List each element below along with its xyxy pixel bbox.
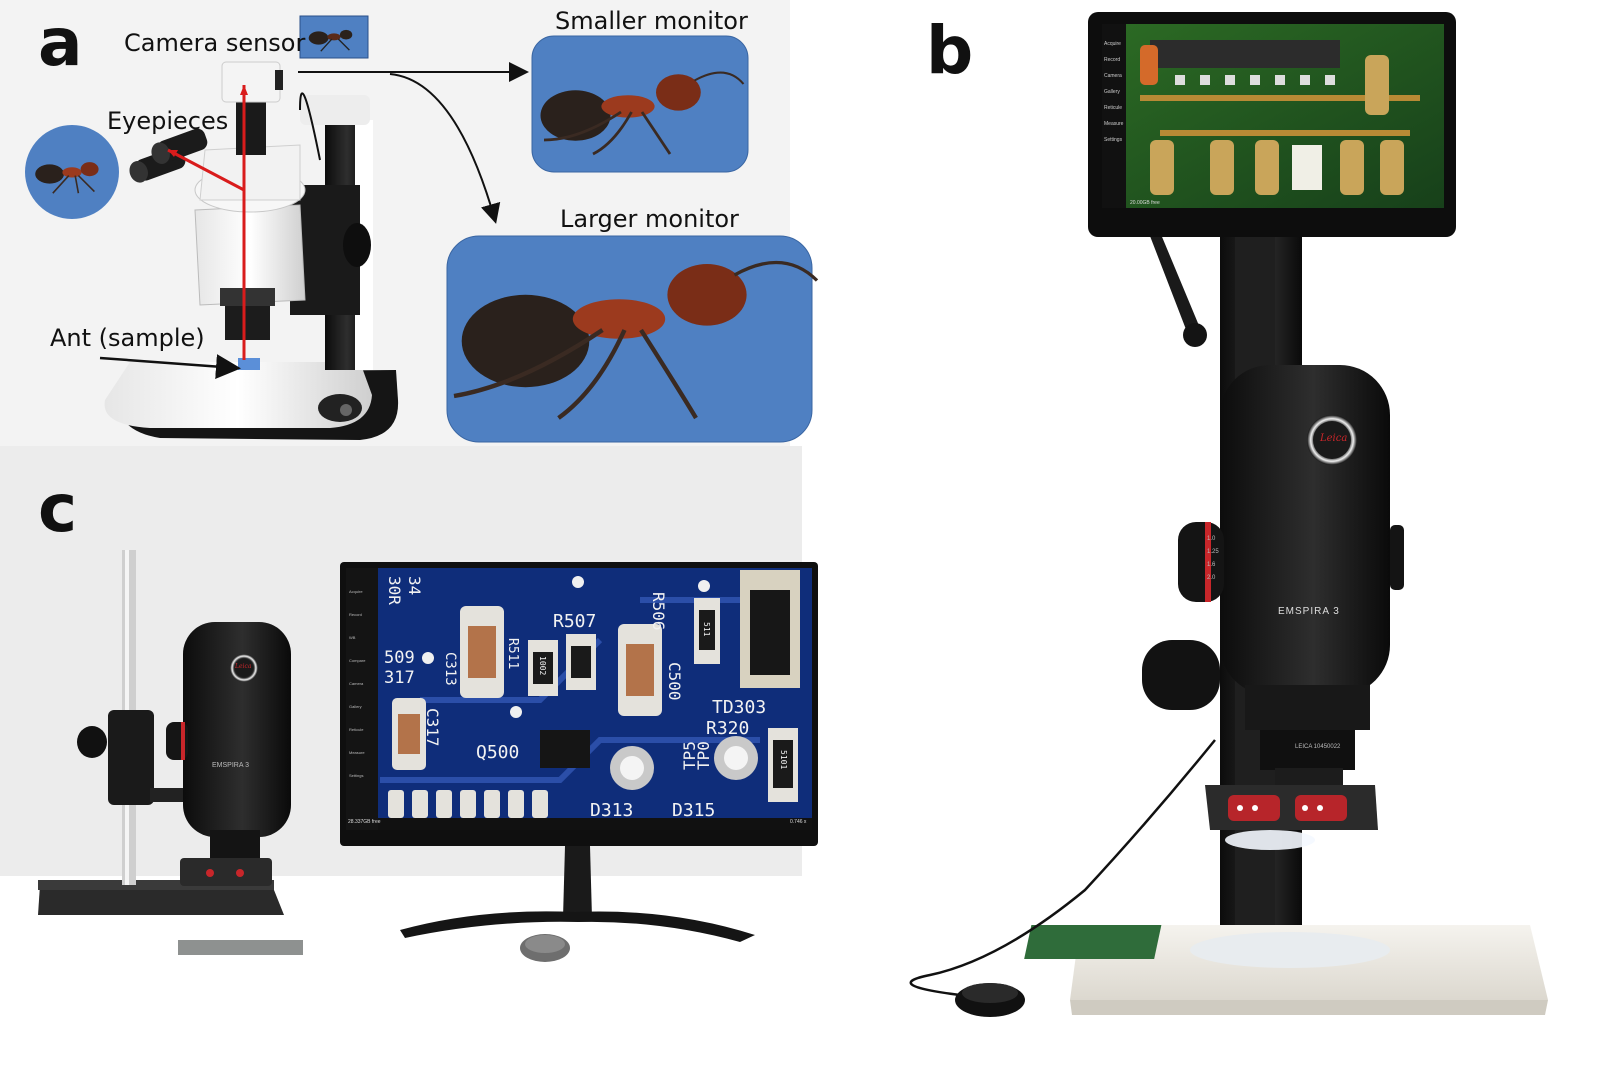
- label-larger-monitor: Larger monitor: [560, 205, 739, 233]
- digital-microscope-b: [909, 12, 1548, 1017]
- pcb-label: TD303: [712, 697, 767, 718]
- screen-status-b: 20.00GB free: [1130, 200, 1160, 206]
- stereo-microscope: [104, 61, 399, 440]
- pcb-label: 1002: [538, 656, 547, 676]
- pcb-label: 5101: [779, 750, 788, 770]
- pcb-label: 317: [384, 668, 415, 688]
- larger-monitor-view: [446, 235, 819, 443]
- pcb-label: C317: [423, 708, 442, 747]
- brand-logo-c: Leica: [235, 663, 252, 670]
- panel-letter-c: c: [38, 470, 78, 547]
- pcb-label: R320: [706, 718, 750, 739]
- screen-status-left-c: 28.337GB free: [348, 819, 381, 825]
- connection-arrows: [99, 62, 529, 379]
- camera-sensor-thumbnail: [299, 15, 369, 59]
- lens-label-b: LEICA 10450022: [1295, 744, 1341, 750]
- model-label-c: EMSPIRA 3: [212, 762, 249, 769]
- screen-sidebar-b: Acquire Record Camera Gallery Reticule M…: [1104, 41, 1124, 143]
- screen-status-right-c: 0.746 x: [790, 819, 807, 825]
- digital-microscope-c: [38, 550, 818, 962]
- smaller-monitor-view: [531, 35, 749, 173]
- pcb-label: R511: [505, 638, 520, 670]
- pcb-label: R507: [553, 611, 597, 632]
- model-label-b: EMSPIRA 3: [1278, 606, 1340, 617]
- pcb-label: 509: [384, 648, 415, 668]
- panel-letter-b: b: [926, 12, 974, 89]
- pcb-label: C500: [665, 662, 684, 701]
- pcb-label: 30R: [385, 576, 404, 605]
- label-eyepieces: Eyepieces: [107, 107, 229, 135]
- pcb-label: R506: [649, 592, 668, 631]
- pcb-label: C313: [442, 652, 458, 686]
- pcb-label: 34: [405, 576, 424, 596]
- pcb-label: 511: [702, 622, 711, 637]
- screen-sidebar-c: Acquire Record WB Compare Camera Gallery…: [349, 589, 366, 778]
- label-camera-sensor: Camera sensor: [124, 29, 306, 57]
- pcb-label: TP5: [680, 741, 699, 770]
- label-sample: Ant (sample): [50, 324, 205, 352]
- label-smaller-monitor: Smaller monitor: [555, 7, 748, 35]
- panel-letter-a: a: [38, 4, 83, 81]
- light-path: [167, 85, 248, 360]
- pcb-label: Q500: [476, 742, 520, 763]
- pcb-label: D315: [672, 800, 716, 821]
- pcb-label: D313: [590, 800, 634, 821]
- eyepiece-view-circle: [25, 125, 119, 219]
- brand-logo-b: Leica: [1320, 433, 1348, 444]
- zoom-scale-b: 1.0 1.25 1.6 2.0: [1207, 536, 1219, 581]
